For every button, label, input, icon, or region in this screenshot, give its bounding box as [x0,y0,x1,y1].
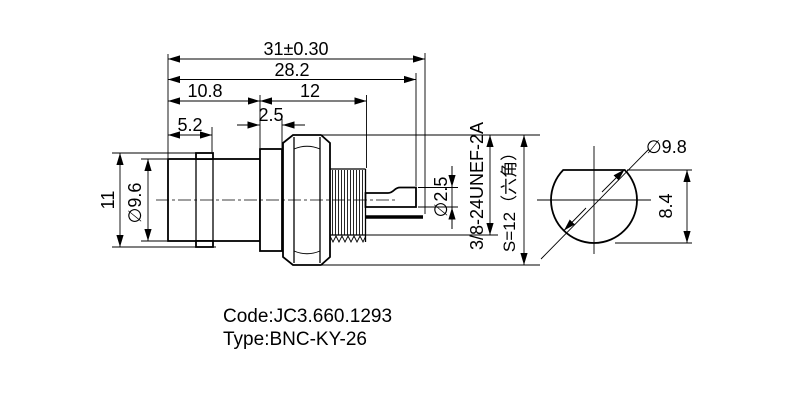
part-type: Type:BNC-KY-26 [223,329,367,350]
thread-teeth [329,234,366,244]
diameter-leader [540,148,650,260]
diameter-arrow-lower [563,207,587,231]
hex-chamfer-arc-top [293,145,321,150]
bayonet-lug-bottom [195,240,214,248]
dim-thread-spec: 3/8-24UNEF-2A [467,122,487,250]
dim-contact-diameter: ∅2.5 [431,177,451,218]
dim-bayonet-offset: 5.2 [177,115,202,135]
dim-flange-thickness: 2.5 [258,105,283,125]
dim-overall-length: 31±0.30 [264,39,329,59]
diameter-arrow-upper [601,169,625,193]
hex-chamfer-arc-bottom [293,250,321,255]
dim-coupling-diameter: ∅9.6 [125,183,145,224]
dimension-lines [116,55,691,265]
thread-hatch [332,170,363,235]
dim-body-length: 28.2 [274,60,309,80]
d-hole-outline [550,169,638,244]
dim-rear-length: 12 [300,81,320,101]
bayonet-lug-top [195,152,214,160]
dim-flat-height: 8.4 [656,193,676,218]
solder-tab [364,186,417,208]
side-view [156,134,423,266]
extension-lines [112,53,692,266]
panel-cutout-view [537,146,651,260]
dim-hex-across-flats: S=12（六角） [500,144,519,252]
part-code: Code:JC3.660.1293 [223,306,392,327]
dim-front-length: 10.8 [187,81,222,101]
dim-lug-span: 11 [98,191,118,210]
dim-hole-diameter: ∅9.8 [646,137,687,157]
